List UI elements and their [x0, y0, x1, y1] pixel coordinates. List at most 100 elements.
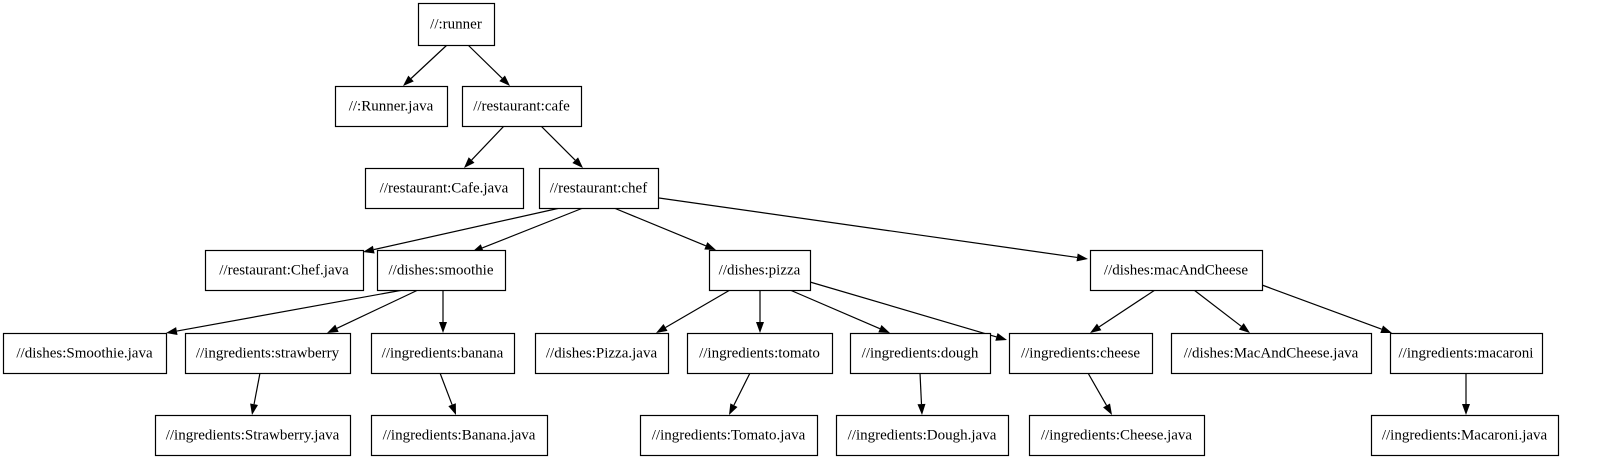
edge-dishes_pizza-to-ing_dough [789, 289, 890, 333]
edge-line [439, 372, 453, 405]
node-box[interactable] [461, 85, 583, 128]
node-restaurant_cafe[interactable]: //restaurant:cafe [461, 85, 583, 128]
edge-line [176, 289, 404, 332]
node-layer: //:runner //:Runner.java //restaurant:cafe… [2, 2, 1560, 457]
edge-restaurant_chef-to-chef_java [363, 207, 561, 254]
arrowhead-icon [327, 324, 339, 333]
node-box[interactable] [376, 249, 507, 292]
edge-line [482, 207, 584, 249]
edge-dishes_pizza-to-ing_tomato [756, 290, 764, 333]
node-runner[interactable]: //:runner [417, 2, 496, 47]
arrowhead-icon [656, 324, 668, 333]
node-label: //ingredients:Macaroni.java [1382, 427, 1548, 443]
node-box[interactable] [204, 249, 365, 292]
edge-line [410, 44, 448, 79]
node-label: //dishes:Pizza.java [546, 345, 658, 361]
node-label: //restaurant:chef [550, 180, 647, 196]
node-label: //dishes:MacAndCheese.java [1184, 345, 1359, 361]
node-box[interactable] [1170, 332, 1373, 375]
edge-ing_dough-to-dough_java [917, 372, 926, 415]
node-runner_java[interactable]: //:Runner.java [334, 85, 449, 128]
node-dishes_smoothie[interactable]: //dishes:smoothie [376, 249, 507, 292]
edge-dishes_smoothie-to-smoothie_java [166, 289, 404, 335]
node-box[interactable] [639, 414, 819, 457]
node-box[interactable] [2, 332, 168, 375]
node-ing_dough[interactable]: //ingredients:dough [849, 332, 992, 375]
arrowhead-icon [448, 403, 456, 415]
edge-line [613, 207, 707, 247]
arrowhead-icon [1076, 253, 1088, 262]
node-restaurant_chef[interactable]: //restaurant:chef [538, 167, 660, 210]
edge-restaurant_cafe-to-restaurant_chef [540, 125, 583, 168]
node-ing_tomato[interactable]: //ingredients:tomato [686, 332, 834, 375]
node-label: //ingredients:cheese [1021, 345, 1140, 361]
node-label: //ingredients:Banana.java [383, 427, 536, 443]
edge-restaurant_chef-to-dishes_smoothie [472, 207, 584, 252]
node-banana_java[interactable]: //ingredients:Banana.java [370, 414, 549, 457]
node-macandcheese_java[interactable]: //dishes:MacAndCheese.java [1170, 332, 1373, 375]
edge-line [467, 44, 503, 79]
node-box[interactable] [184, 332, 352, 375]
node-box[interactable] [1008, 332, 1154, 375]
node-box[interactable] [1370, 414, 1560, 457]
node-pizza_java[interactable]: //dishes:Pizza.java [534, 332, 670, 375]
edge-dishes_smoothie-to-ing_strawberry [327, 289, 419, 333]
node-box[interactable] [1089, 249, 1264, 292]
node-label: //dishes:pizza [719, 262, 801, 278]
node-box[interactable] [835, 414, 1010, 457]
edge-ing_cheese-to-cheese_java [1087, 372, 1112, 415]
node-dishes_pizza[interactable]: //dishes:pizza [708, 249, 812, 292]
node-smoothie_java[interactable]: //dishes:Smoothie.java [2, 332, 168, 375]
node-strawberry_java[interactable]: //ingredients:Strawberry.java [154, 414, 352, 457]
edge-line [253, 372, 261, 405]
edge-dishes_macandchs-to-ing_cheese [1090, 289, 1156, 333]
edge-line [1087, 372, 1108, 406]
node-label: //dishes:macAndCheese [1104, 262, 1248, 278]
node-ing_banana[interactable]: //ingredients:banana [370, 332, 516, 375]
arrowhead-icon [1103, 403, 1112, 415]
edge-line [665, 289, 731, 328]
node-box[interactable] [334, 85, 449, 128]
edge-ing_tomato-to-tomato_java [729, 372, 751, 415]
node-box[interactable] [708, 249, 812, 292]
node-ing_strawberry[interactable]: //ingredients:strawberry [184, 332, 352, 375]
node-label: //ingredients:strawberry [196, 345, 340, 361]
node-ing_cheese[interactable]: //ingredients:cheese [1008, 332, 1154, 375]
node-ing_macaroni[interactable]: //ingredients:macaroni [1389, 332, 1544, 375]
node-tomato_java[interactable]: //ingredients:Tomato.java [639, 414, 819, 457]
node-box[interactable] [370, 332, 516, 375]
node-dough_java[interactable]: //ingredients:Dough.java [835, 414, 1010, 457]
node-label: //:runner [430, 16, 482, 32]
node-box[interactable] [686, 332, 834, 375]
edge-restaurant_cafe-to-cafe_java [464, 125, 505, 168]
edge-runner-to-restaurant_cafe [467, 44, 510, 86]
edge-dishes_pizza-to-pizza_java [656, 289, 731, 333]
arrowhead-icon [499, 75, 510, 86]
node-box[interactable] [417, 2, 496, 47]
edge-line [809, 281, 997, 338]
edge-dishes_macandchs-to-macandcheese_java [1193, 289, 1250, 333]
edge-line [1261, 284, 1382, 330]
edge-line [919, 372, 923, 405]
node-dishes_macandchs[interactable]: //dishes:macAndCheese [1089, 249, 1264, 292]
node-cheese_java[interactable]: //ingredients:Cheese.java [1028, 414, 1206, 457]
arrowhead-icon [917, 403, 926, 415]
node-box[interactable] [849, 332, 992, 375]
arrowhead-icon [403, 75, 414, 86]
node-box[interactable] [364, 167, 525, 210]
node-macaroni_java[interactable]: //ingredients:Macaroni.java [1370, 414, 1560, 457]
node-box[interactable] [1028, 414, 1206, 457]
node-label: //:Runner.java [349, 98, 434, 114]
node-box[interactable] [534, 332, 670, 375]
arrowhead-icon [464, 157, 475, 168]
node-cafe_java[interactable]: //restaurant:Cafe.java [364, 167, 525, 210]
node-box[interactable] [538, 167, 660, 210]
node-box[interactable] [154, 414, 352, 457]
edge-line [733, 372, 751, 406]
node-label: //ingredients:banana [382, 345, 504, 361]
node-chef_java[interactable]: //restaurant:Chef.java [204, 249, 365, 292]
node-box[interactable] [370, 414, 549, 457]
node-box[interactable] [1389, 332, 1544, 375]
